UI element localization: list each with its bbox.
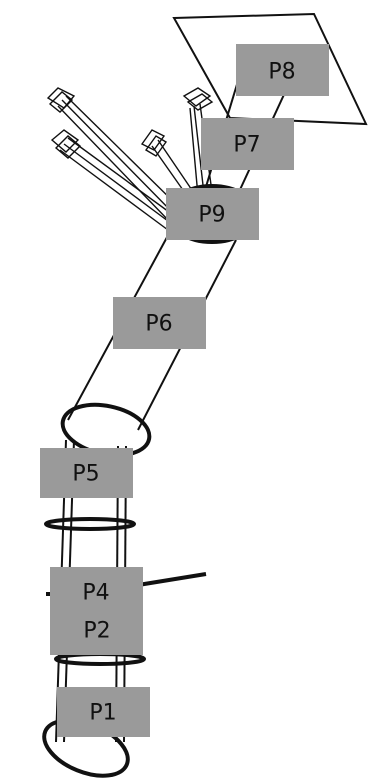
label-p9: P9 [166,188,259,240]
label-p5: P5 [40,448,133,498]
arm-1 [46,87,185,223]
arm-2 [50,129,181,231]
side-rod [131,572,207,588]
label-p8: P8 [236,44,329,96]
label-p4-text: P4 [82,581,109,606]
label-p8-text: P8 [268,60,295,85]
clamp-ring-upper [44,517,136,531]
label-p1-text: P1 [89,701,116,726]
label-p7: P7 [201,118,294,170]
label-p2: P2 [50,605,143,655]
arm-assembly [46,87,214,231]
label-p1: P1 [57,687,150,737]
label-p6-text: P6 [145,312,172,337]
label-p2-text: P2 [83,619,110,644]
top-plate [172,12,368,126]
label-p6: P6 [113,297,206,349]
clamp-ring-lower [54,652,146,666]
label-p7-text: P7 [233,133,260,158]
label-p5-text: P5 [72,462,99,487]
label-p9-text: P9 [198,203,225,228]
